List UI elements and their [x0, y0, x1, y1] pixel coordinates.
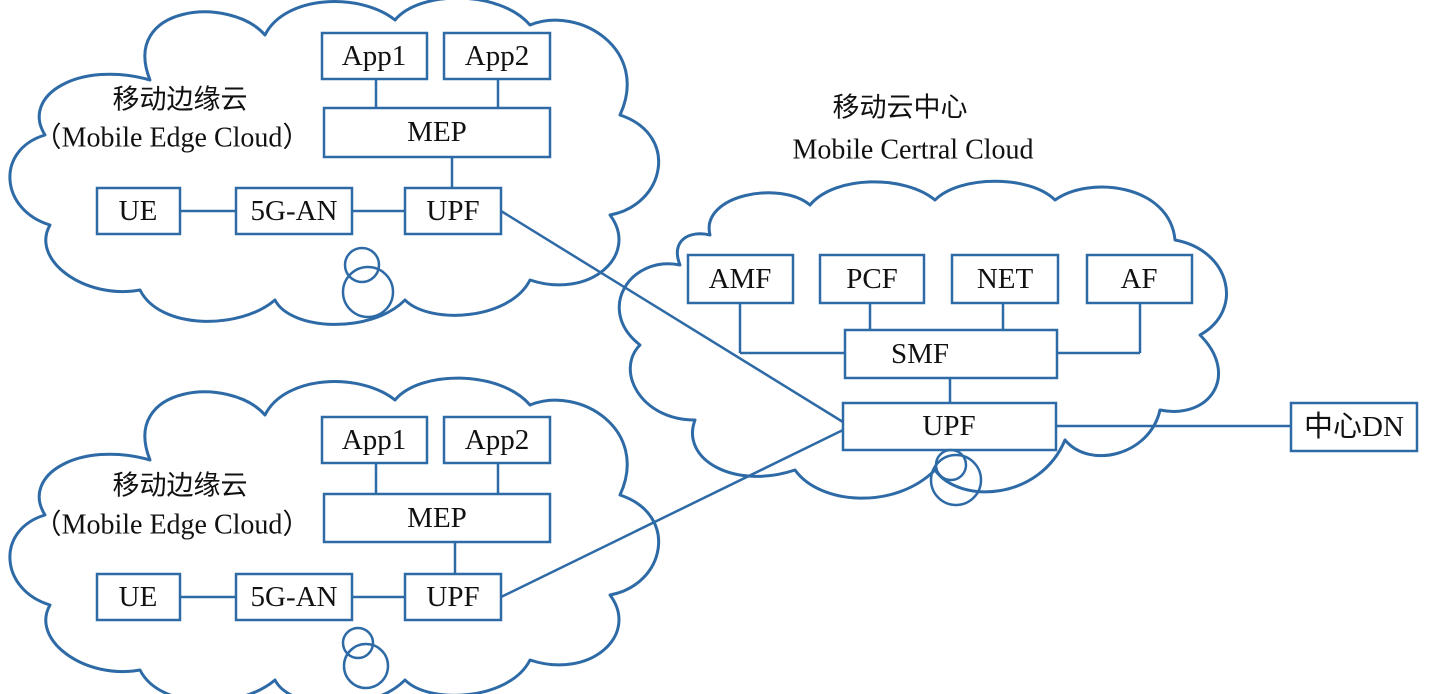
upf-label-top: UPF: [426, 195, 479, 227]
ue-label-top: UE: [119, 195, 158, 227]
upf-label-bottom: UPF: [426, 581, 479, 613]
central-cloud: AMF PCF NET AF SMF UPF: [617, 179, 1228, 507]
loop-icon-bottom: [341, 626, 390, 690]
amf-label: AMF: [709, 263, 772, 295]
central-dn-label: 中心DN: [1304, 410, 1404, 443]
app1-box-bottom: [320, 415, 429, 465]
net-label: NET: [977, 263, 1034, 295]
net-box: [950, 253, 1060, 305]
link-upf-bottom-to-central: [500, 428, 844, 599]
app1-label-top: App1: [342, 40, 406, 72]
app2-box-bottom: [442, 415, 552, 465]
link-upf-top-to-central: [500, 209, 844, 424]
edge-cloud-top-subtitle: （Mobile Edge Cloud）: [34, 122, 311, 154]
loop-icon-top: [341, 246, 395, 319]
edge-cloud-bottom-subtitle: （Mobile Edge Cloud）: [34, 509, 311, 541]
edge-cloud-bottom: 移动边缘云 （Mobile Edge Cloud） App1 App2 MEP …: [8, 376, 661, 694]
an-label-top: 5G-AN: [251, 195, 338, 227]
central-dn-box: [1289, 401, 1419, 453]
mep-box-bottom: [322, 492, 552, 544]
amf-box: [686, 253, 795, 305]
pcf-label: PCF: [846, 263, 898, 295]
app2-label-top: App2: [465, 40, 529, 72]
central-cloud-title: 移动云中心: [833, 93, 968, 124]
upf-label-central: UPF: [922, 410, 975, 442]
upf-box-bottom: [403, 572, 503, 622]
app1-box-top: [320, 31, 429, 81]
an-box-top: [234, 186, 354, 236]
loop-icon-central: [929, 448, 983, 507]
mep-label-bottom: MEP: [407, 502, 467, 534]
edge-cloud-top-title: 移动边缘云: [113, 85, 248, 116]
smf-label: SMF: [891, 338, 949, 370]
an-box-bottom: [234, 572, 354, 622]
pcf-box: [818, 253, 926, 305]
app2-box-top: [442, 31, 552, 81]
edge-cloud-top: 移动边缘云 （Mobile Edge Cloud） App1 App2 MEP …: [8, 0, 661, 326]
mep-label-top: MEP: [407, 116, 467, 148]
edge-cloud-top-outline: [8, 0, 661, 326]
ue-box-bottom: [95, 572, 182, 622]
an-label-bottom: 5G-AN: [251, 581, 338, 613]
edge-cloud-bottom-title: 移动边缘云: [113, 471, 248, 502]
central-cloud-subtitle: Mobile Certral Cloud: [792, 135, 1033, 166]
af-label: AF: [1120, 263, 1157, 295]
app1-label-bottom: App1: [342, 424, 406, 456]
upf-box-top: [403, 186, 503, 236]
smf-box: [843, 328, 1059, 380]
ue-label-bottom: UE: [119, 581, 158, 613]
af-box: [1085, 253, 1194, 305]
app2-label-bottom: App2: [465, 424, 529, 456]
mep-box-top: [322, 106, 552, 159]
ue-box-top: [95, 186, 182, 236]
